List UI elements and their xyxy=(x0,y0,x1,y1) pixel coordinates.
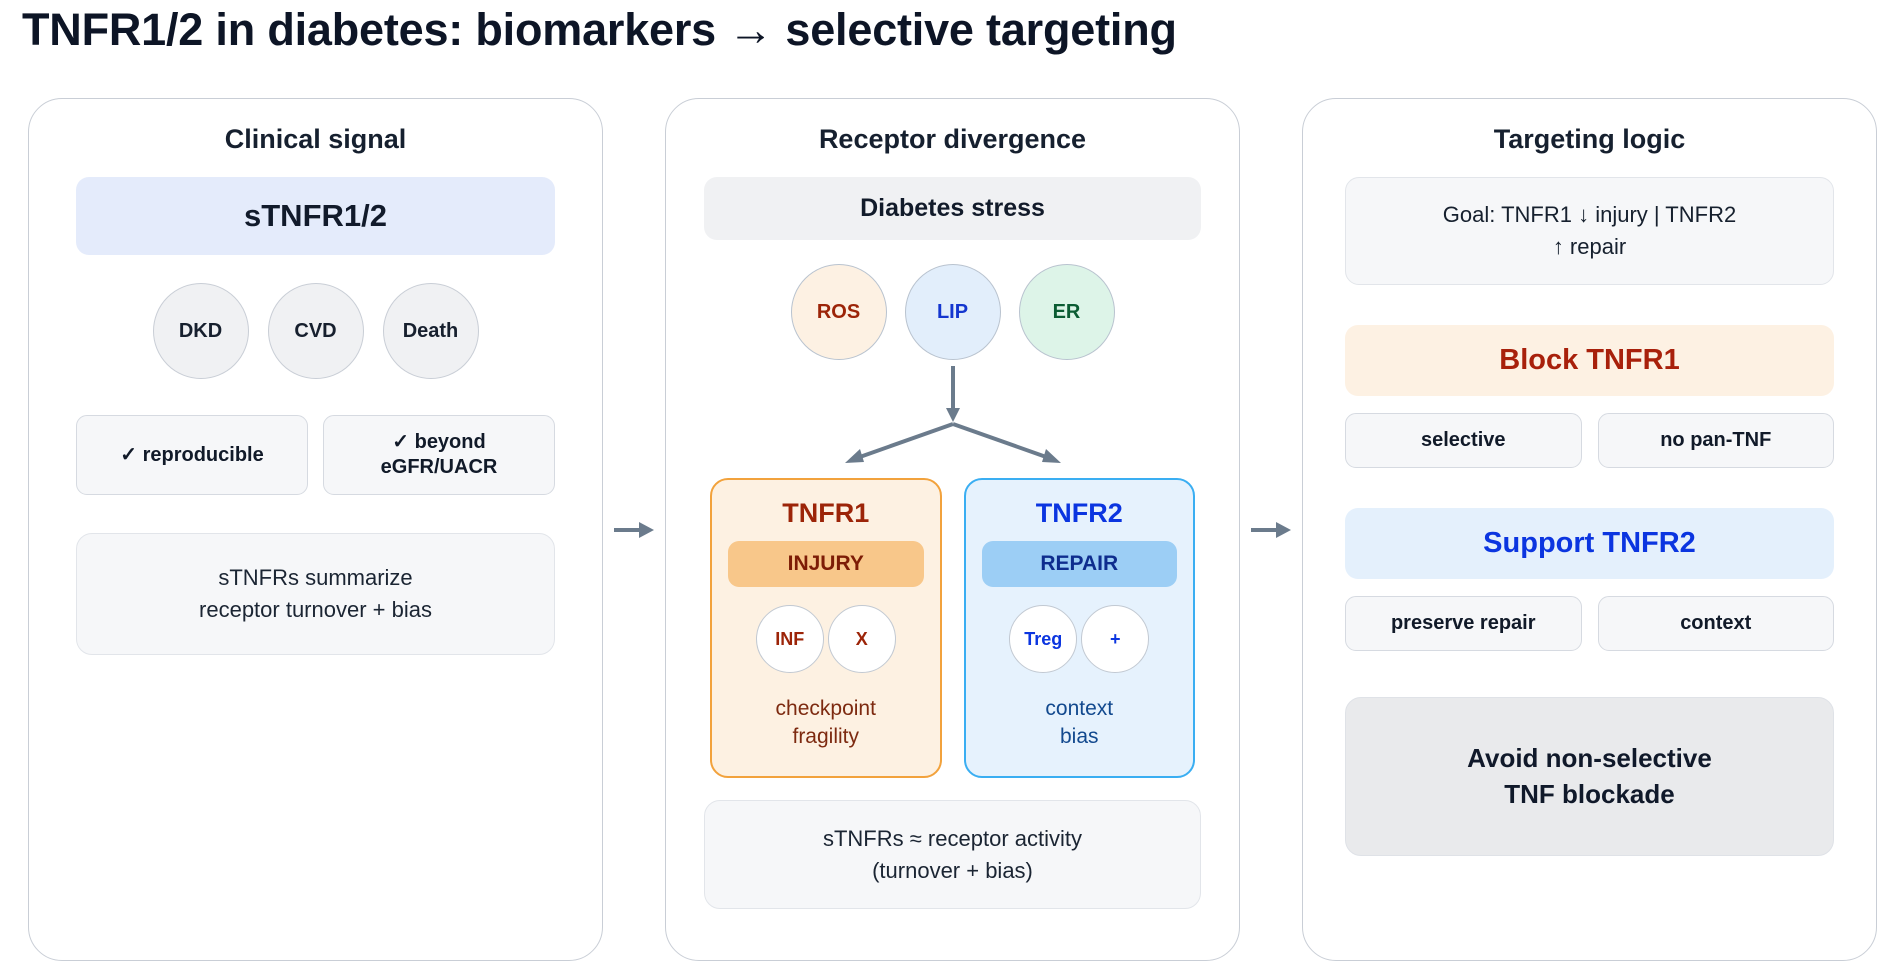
goal-line-1: Goal: TNFR1 ↓ injury | TNFR2 xyxy=(1442,202,1737,227)
avoid-warning-box: Avoid non-selective TNF blockade xyxy=(1345,696,1834,856)
branch-arrows-icon xyxy=(844,366,1061,463)
panel-2-note-line-1: sTNFRs ≈ receptor activity xyxy=(822,825,1082,851)
tnfr2-caption-line-1: context xyxy=(1045,697,1114,720)
stressor-circle-er: ER xyxy=(1018,264,1115,360)
panel-targeting-logic: Targeting logic Goal: TNFR1 ↓ injury | T… xyxy=(1302,98,1877,961)
support-tnfr2-chip-row: preserve repair context xyxy=(1345,595,1834,651)
receptor-card-tnfr2: TNFR2 REPAIR Treg + context bias xyxy=(963,478,1195,778)
chip-preserve-repair: preserve repair xyxy=(1345,595,1582,651)
stressor-circle-ros: ROS xyxy=(790,264,887,360)
tnfr1-name: TNFR1 xyxy=(782,498,870,528)
panel-1-body: sTNFR1/2 DKD CVD Death ✓ reproducible ✓ … xyxy=(29,177,602,655)
panel-1-note-line-2: receptor turnover + bias xyxy=(199,596,432,622)
tnfr2-badge: REPAIR xyxy=(981,541,1177,587)
panel-clinical-signal: Clinical signal sTNFR1/2 DKD CVD Death ✓… xyxy=(28,98,603,961)
outcome-circle-dkd: DKD xyxy=(152,283,249,379)
tnfr2-caption-line-2: bias xyxy=(1059,725,1099,749)
outcome-circle-cvd: CVD xyxy=(267,283,364,379)
stnfr-hero-box: sTNFR1/2 xyxy=(76,177,555,255)
panel-1-title: Clinical signal xyxy=(224,124,407,154)
avoid-line-2: TNF blockade xyxy=(1504,779,1675,810)
panel-2-title: Receptor divergence xyxy=(818,124,1087,154)
tnfr2-caption: context bias xyxy=(1045,673,1113,752)
tnfr2-name: TNFR2 xyxy=(1035,498,1123,528)
panel-2-note-line-2: (turnover + bias) xyxy=(872,857,1033,883)
outcome-circle-row: DKD CVD Death xyxy=(76,283,555,379)
stressor-circle-row: ROS LIP ER xyxy=(704,264,1201,360)
tnfr2-marker-treg: Treg xyxy=(1009,605,1078,673)
stressor-circle-lip: LIP xyxy=(904,264,1001,360)
arrow-gap-1 xyxy=(603,98,665,961)
page-title: TNFR1/2 in diabetes: biomarkers → select… xyxy=(22,4,1177,55)
arrow-gap-2 xyxy=(1240,98,1302,961)
chip-beyond-egfr-uacr: ✓ beyond eGFR/UACR xyxy=(323,415,555,495)
chip-selective: selective xyxy=(1345,412,1582,468)
goal-box: Goal: TNFR1 ↓ injury | TNFR2 ↑ repair xyxy=(1345,177,1834,285)
panel-1-note: sTNFRs summarize receptor turnover + bia… xyxy=(76,533,555,655)
panel-2-body: Diabetes stress ROS LIP ER TNFR1 xyxy=(666,177,1239,910)
flow-arrow-icon-1 xyxy=(614,519,654,541)
chip-no-pan-tnf: no pan-TNF xyxy=(1597,412,1834,468)
panels-row: Clinical signal sTNFR1/2 DKD CVD Death ✓… xyxy=(0,98,1877,974)
receptor-card-tnfr1: TNFR1 INJURY INF X checkpoint fragility xyxy=(710,478,942,778)
panel-2-note: sTNFRs ≈ receptor activity (turnover + b… xyxy=(704,799,1201,910)
tnfr1-marker-x: X xyxy=(827,605,896,673)
panel-receptor-divergence: Receptor divergence Diabetes stress ROS … xyxy=(665,98,1240,961)
outcome-circle-death: Death xyxy=(382,283,479,379)
panel-1-note-line-1: sTNFRs summarize xyxy=(218,565,413,590)
tnfr2-marker-plus: + xyxy=(1081,605,1150,673)
block-tnfr1-heading: Block TNFR1 xyxy=(1345,324,1834,396)
tnfr1-caption: checkpoint fragility xyxy=(776,673,876,752)
tnfr2-marker-row: Treg + xyxy=(1009,605,1150,673)
panel-3-title: Targeting logic xyxy=(1493,124,1686,154)
chip-reproducible: ✓ reproducible xyxy=(76,415,308,495)
tnfr1-caption-line-2: fragility xyxy=(792,725,860,749)
tnfr1-badge: INJURY xyxy=(728,541,924,587)
tnfr1-marker-inf: INF xyxy=(755,605,824,673)
block-tnfr1-chip-row: selective no pan-TNF xyxy=(1345,412,1834,468)
receptor-row: TNFR1 INJURY INF X checkpoint fragility … xyxy=(704,478,1201,778)
avoid-line-1: Avoid non-selective xyxy=(1467,742,1712,773)
flow-arrow-icon-2 xyxy=(1251,519,1291,541)
panel-3-body: Goal: TNFR1 ↓ injury | TNFR2 ↑ repair Bl… xyxy=(1303,177,1876,856)
tnfr1-caption-line-1: checkpoint xyxy=(775,697,876,720)
goal-line-2: ↑ repair xyxy=(1552,233,1627,259)
evidence-chip-row: ✓ reproducible ✓ beyond eGFR/UACR xyxy=(76,415,555,495)
diabetes-stress-box: Diabetes stress xyxy=(704,177,1201,240)
tnfr1-marker-row: INF X xyxy=(755,605,896,673)
support-tnfr2-heading: Support TNFR2 xyxy=(1345,507,1834,579)
chip-context: context xyxy=(1597,595,1834,651)
